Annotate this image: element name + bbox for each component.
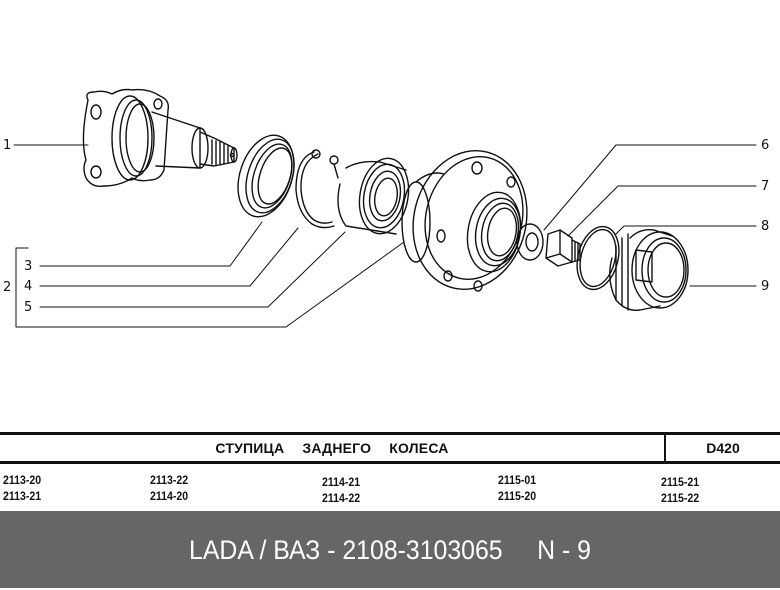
model-code: 2115-22 [661,491,700,505]
wheel-hub-part [401,150,528,292]
callout-9: 9 [761,279,770,294]
model-code: 2113-22 [150,473,189,487]
model-column-2: 2113-22 2114-20 [150,472,188,504]
model-code: 2115-01 [498,473,537,487]
callout-7: 7 [761,179,770,194]
hub-cap-part [609,228,689,311]
axle-stub-part [82,88,238,188]
seal-ring-part [237,134,295,218]
leader-lines [13,144,757,328]
title-divider [664,435,666,461]
model-column-3: 2114-21 2114-22 [322,474,360,506]
model-code: 2115-20 [498,489,537,503]
callout-4: 4 [24,279,33,294]
callout-2: 2 [3,280,12,295]
model-column-4: 2115-01 2115-20 [498,472,536,504]
model-code: 2115-21 [661,475,700,489]
o-ring-part [576,225,620,291]
model-code: 2114-21 [322,475,361,489]
callout-1: 1 [3,138,12,153]
diagram-title: СТУПИЦА ЗАДНЕГО КОЛЕСА [215,440,449,456]
part-number-caption: LADA / ВАЗ - 2108-3103065 N - 9 [189,535,591,565]
model-column-5: 2115-21 2115-22 [661,474,699,506]
callout-3: 3 [24,259,33,274]
callout-8: 8 [761,219,770,234]
model-code: 2113-20 [3,473,42,487]
wheel-bearing-part [337,157,410,235]
part-number-banner: LADA / ВАЗ - 2108-3103065 N - 9 [0,511,780,588]
exploded-parts-diagram: 1 2 3 4 5 6 7 8 9 [3,88,770,328]
retaining-ring-part [295,149,339,229]
model-codes: 2113-20 2113-21 2113-22 2114-20 2114-21 … [0,470,780,510]
model-code: 2114-20 [150,489,189,503]
title-block: СТУПИЦА ЗАДНЕГО КОЛЕСА D420 [0,432,780,464]
hub-nut-part [545,229,581,267]
model-code: 2113-21 [3,489,42,503]
callout-5: 5 [24,300,33,315]
callout-6: 6 [761,138,770,153]
model-column-1: 2113-20 2113-21 [3,472,41,504]
washer-part [516,223,544,261]
model-code: 2114-22 [322,491,361,505]
diagram-code: D420 [706,440,740,456]
